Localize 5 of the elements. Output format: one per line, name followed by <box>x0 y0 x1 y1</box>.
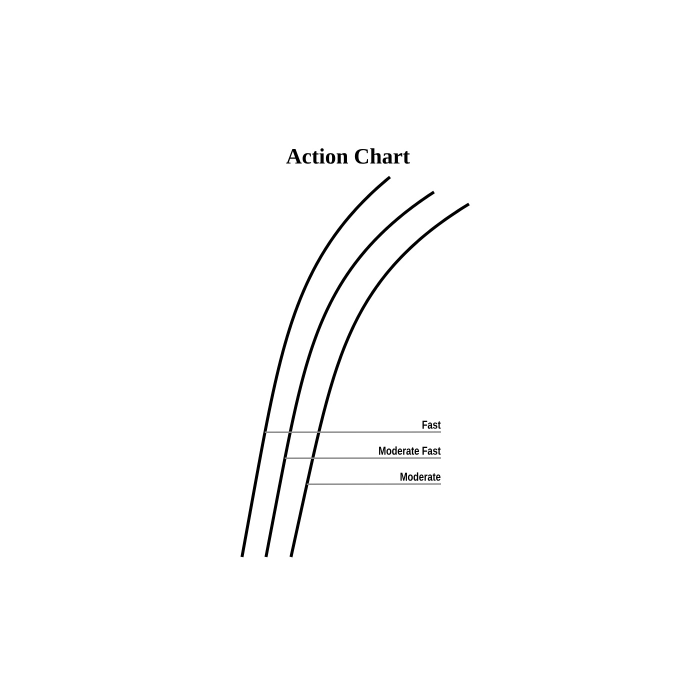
leader-line <box>306 483 441 485</box>
leader-line <box>264 431 441 433</box>
rod-curve <box>290 202 470 558</box>
leader-line <box>284 457 441 459</box>
chart-title: Action Chart <box>286 148 410 164</box>
